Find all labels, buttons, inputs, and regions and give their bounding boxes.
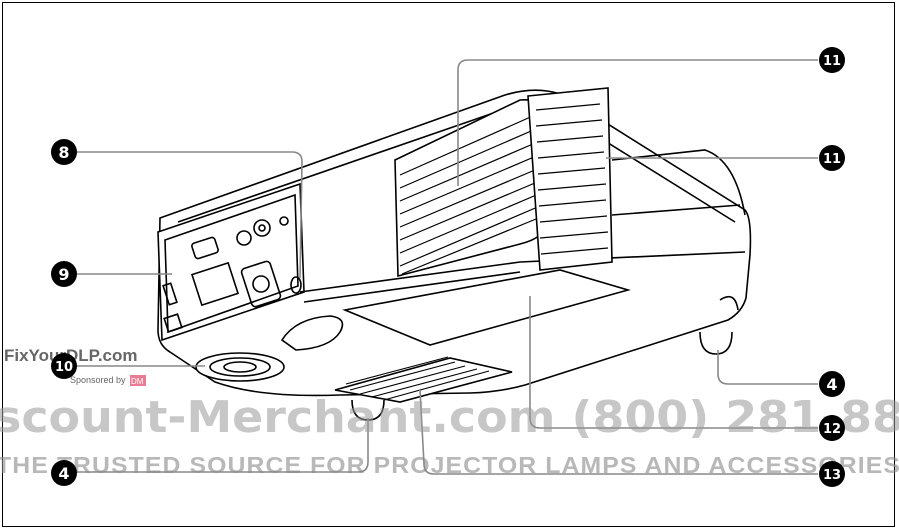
watermark-sponsor-logo: DM bbox=[131, 377, 144, 386]
callout-9-label: 9 bbox=[58, 265, 69, 284]
callout-10-label: 10 bbox=[55, 360, 73, 375]
callout-10: 10 bbox=[51, 353, 77, 379]
leader-lines bbox=[76, 59, 818, 475]
callout-4-right-label: 4 bbox=[826, 375, 837, 394]
callout-4-right: 4 bbox=[819, 371, 845, 397]
callout-8-label: 8 bbox=[58, 143, 69, 162]
callout-11-top-label: 11 bbox=[823, 54, 841, 69]
callout-12-label: 12 bbox=[823, 422, 841, 437]
callout-4-left: 4 bbox=[51, 460, 77, 486]
watermark-tagline: THE TRUSTED SOURCE FOR PROJECTOR LAMPS A… bbox=[0, 452, 899, 478]
callout-8: 8 bbox=[51, 139, 77, 165]
watermark-sponsor: Sponsored by bbox=[70, 375, 126, 385]
callout-11-side: 11 bbox=[819, 145, 845, 171]
watermark: FixYourDLP.com Sponsored by DM scount-Me… bbox=[0, 346, 899, 478]
callout-13-label: 13 bbox=[823, 468, 841, 483]
callout-11-side-label: 11 bbox=[823, 152, 841, 167]
callout-12: 12 bbox=[819, 415, 845, 441]
callout-11-top: 11 bbox=[819, 47, 845, 73]
projector-body bbox=[157, 87, 752, 421]
callout-13: 13 bbox=[819, 461, 845, 487]
watermark-merchant: scount-Merchant.com (800) 281-88 bbox=[0, 392, 899, 443]
callout-9: 9 bbox=[51, 261, 77, 287]
callout-4-left-label: 4 bbox=[58, 464, 69, 483]
